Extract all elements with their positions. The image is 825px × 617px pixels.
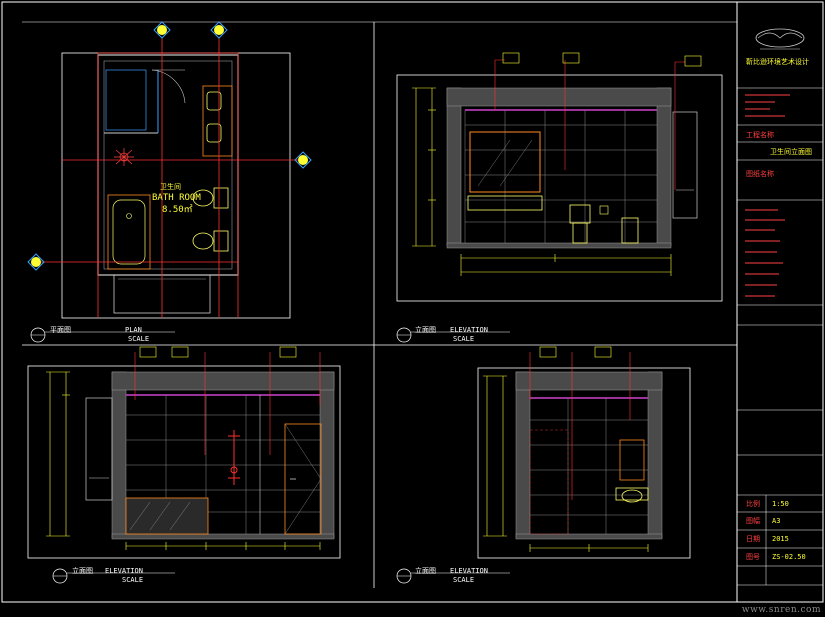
title-block-size-label: 图幅: [746, 517, 760, 525]
elevation-3-floor: [515, 533, 663, 540]
vanity-icon: [467, 195, 543, 211]
title-block-number-label: 图号: [746, 553, 760, 561]
sheet-frame: [1, 1, 824, 603]
mirror-icon: [469, 131, 541, 193]
elevation-3-tags: [539, 346, 612, 358]
elevation-marker-icon: [294, 151, 312, 169]
elevation-3-mirror: [619, 439, 645, 481]
elevation-1-tile-grid: [464, 110, 657, 243]
elevation-1-caption: [396, 327, 510, 343]
elevation-2-window: [85, 397, 113, 501]
plan-caption: [30, 327, 175, 343]
plan-toilet-room-wall: [105, 69, 147, 131]
toilet-tank-icon: [569, 204, 591, 224]
elevation-3-caption: [396, 568, 510, 584]
title-block-number-value: ZS-02.50: [772, 553, 806, 561]
elevation-2-caption-cn: 立面图: [72, 567, 93, 575]
elevation-2-caption-en: ELEVATION: [105, 567, 143, 575]
elevation-3-caption-scale: SCALE: [453, 576, 475, 584]
bathtub-basin: [112, 199, 146, 265]
elevation-3-vanity-icon: [615, 487, 649, 501]
elevation-2-caption: [52, 568, 175, 584]
elevation-1-dimensions: [412, 87, 672, 276]
plan-room-title: 卫生间: [160, 183, 181, 191]
elevation-3-caption-cn: 立面图: [415, 567, 436, 575]
title-block-scale-value: 1:50: [772, 500, 789, 508]
title-block-notes: [745, 94, 790, 297]
company-logo-icon: [755, 28, 805, 50]
elevation-3-border: [477, 367, 691, 559]
elevation-1-caption-en: ELEVATION: [450, 326, 488, 334]
title-block-company: 靳比逊环境艺术设计: [746, 58, 809, 66]
elevation-view-1: [396, 52, 723, 302]
plan-basin-2: [206, 123, 222, 143]
title-block: [737, 28, 823, 586]
elevation-marker-icon: [27, 253, 45, 271]
bathtub-drain: [126, 213, 132, 219]
elevation-2-left-wall: [111, 371, 127, 539]
plan-caption-scale: SCALE: [128, 335, 150, 343]
floor-plan: [27, 21, 312, 319]
elevation-1-ceiling: [446, 87, 672, 107]
plan-vanity-counter: [202, 85, 233, 157]
shower-head-icon: [114, 148, 134, 166]
title-block-date-value: 2015: [772, 535, 789, 543]
elevation-1-window: [672, 111, 698, 219]
plan-room-name: BATH ROOM: [152, 193, 201, 203]
bidet-elevation-icon: [621, 217, 639, 244]
elevation-2-leaders: [134, 352, 321, 455]
plan-room-area: 8.50㎡: [162, 205, 193, 215]
title-block-project-label: 工程名称: [746, 131, 774, 139]
bidet-icon: [192, 230, 229, 252]
bathtub-icon: [107, 194, 151, 270]
plan-door-swing: [151, 69, 186, 104]
elevation-1-caption-scale: SCALE: [453, 335, 475, 343]
elevation-3-caption-en: ELEVATION: [450, 567, 488, 575]
title-block-drawing-name: 卫生间立面图: [770, 148, 812, 156]
title-block-date-label: 日期: [746, 535, 760, 543]
elevation-marker-icon: [210, 21, 228, 39]
title-block-drawing-label: 图纸名称: [746, 170, 774, 178]
elevation-3-leaders: [529, 352, 631, 500]
title-block-scale-label: 比例: [746, 500, 760, 508]
elevation-3-right-wall: [647, 371, 663, 539]
elevation-1-floor: [446, 242, 672, 249]
elevation-view-3: [477, 346, 691, 559]
elevation-2-border: [27, 365, 341, 559]
elevation-3-dimensions: [483, 375, 649, 552]
elevation-3-ceiling: [515, 371, 663, 391]
watermark: www.snren.com: [741, 605, 821, 615]
elevation-1-border: [396, 74, 723, 302]
elevation-1-caption-cn: 立面图: [415, 326, 436, 334]
elevation-view-2: [27, 346, 341, 559]
elevation-2-tags: [139, 346, 297, 358]
elevation-1-leaders: [494, 59, 685, 190]
plan-wall-outer: [97, 54, 239, 276]
towel-rack-icon: [599, 205, 609, 215]
elevation-3-basin-icon: [621, 489, 643, 503]
elevation-3-shower-area: [529, 429, 569, 535]
plan-basin-1: [206, 91, 222, 111]
plan-caption-cn: 平面图: [50, 326, 71, 334]
bathtub-elevation-icon: [125, 497, 209, 535]
elevation-2-caption-scale: SCALE: [122, 576, 144, 584]
plan-wall-inner: [103, 60, 233, 270]
toilet-bowl-icon: [572, 222, 588, 244]
elevation-2-right-wall: [319, 371, 335, 539]
elevation-3-left-wall: [515, 371, 531, 539]
elevation-2-ceiling: [111, 371, 335, 391]
elevation-1-right-wall: [656, 87, 672, 247]
elevation-3-tile-grid: [530, 398, 648, 534]
shower-mixer-icon: [228, 430, 240, 485]
elevation-1-tags: [502, 52, 702, 67]
elevation-1-left-wall: [446, 87, 462, 247]
title-block-size-value: A3: [772, 517, 781, 525]
plan-caption-en: PLAN: [125, 326, 142, 334]
elevation-marker-icon: [153, 21, 171, 39]
elevation-2-floor: [111, 533, 335, 540]
toilet-icon: [192, 187, 229, 209]
elevation-2-dimensions: [46, 371, 321, 550]
